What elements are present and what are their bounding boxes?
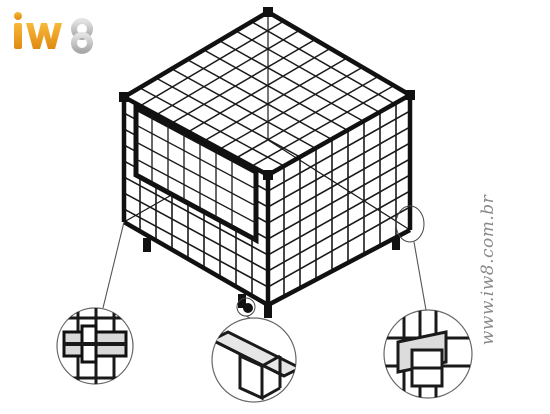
right-mesh <box>268 95 410 305</box>
iw8-logo-icon <box>14 12 93 54</box>
hinge-detail <box>56 307 134 385</box>
corner-plates <box>119 7 415 180</box>
caster-feet <box>143 238 400 318</box>
latch-detail <box>383 309 473 399</box>
top-mesh <box>139 20 396 167</box>
callout-markers <box>236 205 425 317</box>
caster-foot-detail <box>211 317 297 403</box>
door-panel <box>133 103 259 245</box>
website-url: www.iw8.com.br <box>478 194 498 346</box>
brand-logo: iw8 <box>10 8 110 58</box>
cage-frame <box>121 9 413 307</box>
